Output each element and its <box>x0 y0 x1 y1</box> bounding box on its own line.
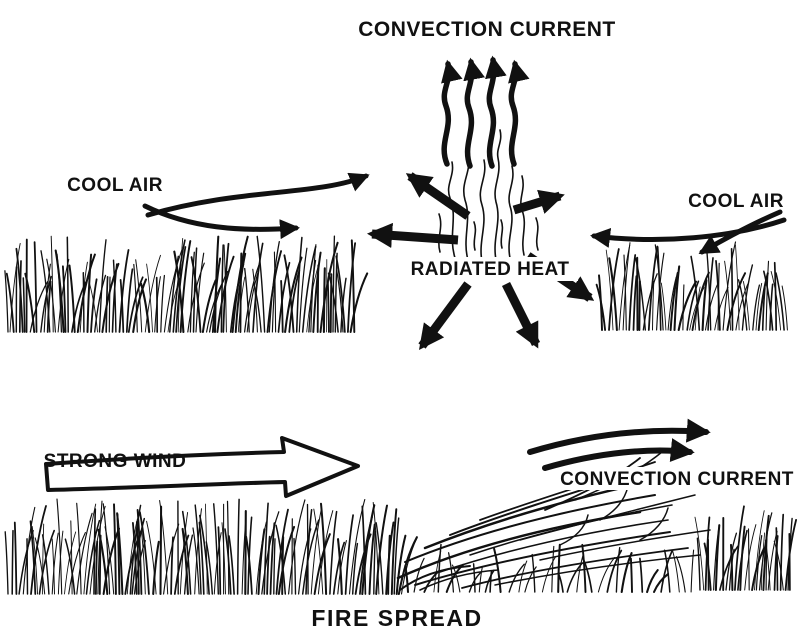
radiated-heat-label-backing <box>402 257 578 281</box>
cool-air-arrow-left-upper <box>145 172 370 218</box>
grass-patch-bottom-left <box>4 498 418 596</box>
cool-air-right-label: COOL AIR <box>688 191 784 212</box>
grass-patch-top-right <box>595 241 788 332</box>
convection-bottom-label-backing <box>563 467 791 490</box>
strong-wind-label: STRONG WIND <box>44 451 187 472</box>
cool-air-arrow-right-lower <box>698 209 783 255</box>
cool-air-arrows-right <box>590 209 787 255</box>
grass-patch-top-left <box>4 235 369 334</box>
diagram-title: FIRE SPREAD <box>311 605 482 631</box>
cool-air-arrows-left <box>142 172 370 240</box>
radiated-heat-label: RADIATED HEAT <box>411 259 570 280</box>
convection-arrows-bottom <box>527 418 711 471</box>
convection-wavy-arrows <box>441 55 530 169</box>
strong-wind-arrow <box>44 436 360 498</box>
cool-air-left-label: COOL AIR <box>67 175 163 196</box>
grass-patch-bottom-right <box>694 505 798 592</box>
cool-air-arrow-right-upper <box>590 217 787 248</box>
cool-air-arrow-left-lower <box>142 203 300 240</box>
convection-current-label-bottom: CONVECTION CURRENT <box>560 469 794 490</box>
convection-current-label-top: CONVECTION CURRENT <box>358 18 616 41</box>
